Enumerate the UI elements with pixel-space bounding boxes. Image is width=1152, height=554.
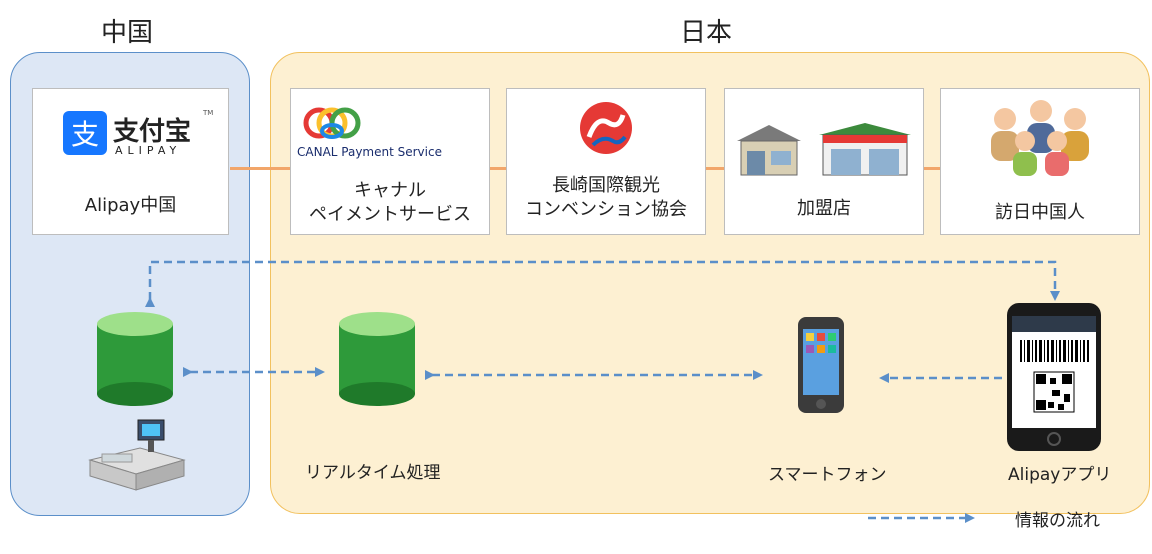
participant-canal: CANAL Payment Service キャナル ペイメントサービス [290, 88, 490, 235]
legend-label: 情報の流れ [1015, 511, 1100, 531]
alipay-app-caption: Alipayアプリ [1008, 465, 1112, 485]
realtime-database-icon [339, 312, 415, 406]
alipay-app-phone-icon [1007, 303, 1101, 451]
svg-text:支: 支 [71, 118, 99, 151]
cash-register-icon [88, 419, 186, 491]
realtime-caption: リアルタイム処理 [305, 463, 441, 483]
store-icon [737, 123, 911, 176]
canal-logo-text: CANAL Payment Service [297, 145, 442, 159]
participant-merchant: 加盟店 [724, 88, 924, 235]
people-group-icon [991, 100, 1089, 176]
smartphone-caption: スマートフォン [768, 465, 887, 485]
participant-tourists: 訪日中国人 [940, 88, 1140, 235]
merchant-label: 加盟店 [797, 198, 851, 219]
smartphone-icon [798, 317, 844, 413]
canal-label-line2: ペイメントサービス [309, 204, 471, 225]
canal-logo-icon [303, 107, 361, 139]
alipay-database-icon [97, 312, 173, 406]
dragon-logo-icon [580, 102, 632, 154]
alipay-logo-en: ALIPAY [115, 144, 182, 157]
alipay-logo-icon: 支 [63, 111, 107, 155]
canal-label-line1: キャナル [354, 180, 426, 201]
region-label-japan: 日本 [680, 18, 733, 48]
top-flow-line [145, 260, 1060, 307]
nagasaki-label-line1: 長崎国際観光 [552, 175, 660, 196]
participant-nagasaki: 長崎国際観光 コンベンション協会 [506, 88, 706, 235]
tourists-label: 訪日中国人 [995, 202, 1085, 223]
nagasaki-label-line2: コンベンション協会 [525, 199, 687, 220]
alipay-logo-cn: 支付宝 [113, 117, 192, 147]
region-label-china: 中国 [101, 18, 154, 48]
alipay-china-label: Alipay中国 [84, 195, 177, 216]
participant-alipay-china: 支 支付宝 TM ALIPAY Alipay中国 [32, 88, 229, 235]
alipay-logo-tm: TM [203, 109, 214, 117]
